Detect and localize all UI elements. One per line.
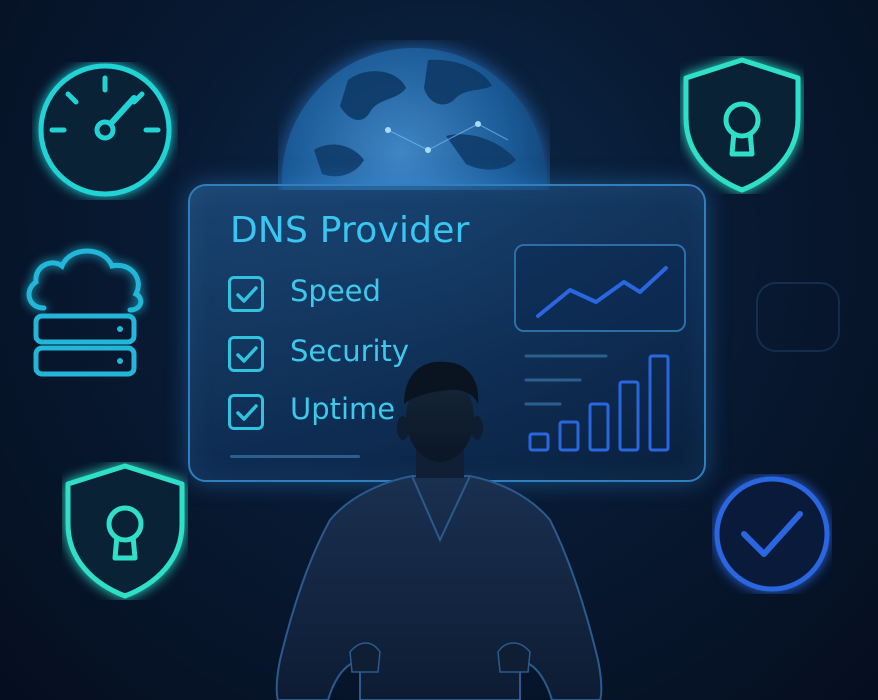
gauge-icon xyxy=(38,63,172,197)
globe-icon xyxy=(282,48,546,190)
check-circle-icon xyxy=(714,476,830,592)
panel-title: DNS Provider xyxy=(230,210,470,251)
decorative-pill xyxy=(756,282,840,352)
checkbox-icon xyxy=(228,336,264,372)
shield-lock-icon xyxy=(683,57,801,193)
checklist-label: Uptime xyxy=(290,392,396,426)
checkbox-icon xyxy=(228,394,264,430)
decorative-line xyxy=(230,455,360,458)
checklist-item-speed: Speed xyxy=(228,274,478,320)
line-chart-card xyxy=(514,244,686,332)
checklist-label: Speed xyxy=(290,274,381,308)
checkbox-icon xyxy=(228,276,264,312)
cloud-server-icon xyxy=(26,248,144,377)
checklist-label: Security xyxy=(290,334,410,368)
bar-chart-icon xyxy=(524,354,670,452)
checklist-item-security: Security xyxy=(228,334,478,380)
line-chart-icon xyxy=(536,266,668,318)
shield-lock-icon xyxy=(65,463,185,599)
checklist-item-uptime: Uptime xyxy=(228,392,478,438)
